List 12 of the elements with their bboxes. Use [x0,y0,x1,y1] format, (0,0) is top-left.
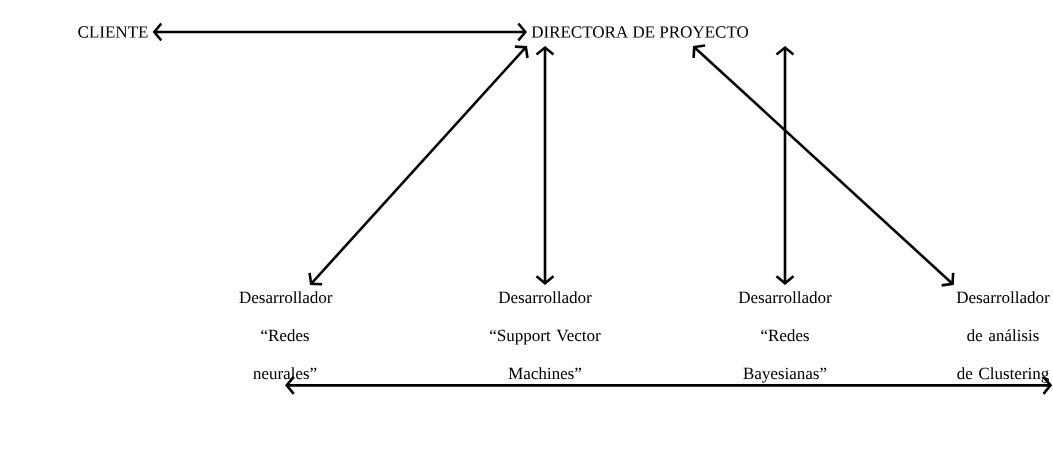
double-arrow [692,44,955,287]
role-label: CLIENTE [78,26,148,38]
double-arrow [152,22,528,42]
role-label: Desarrollador “Redes Bayesianas” [738,291,832,383]
double-arrow [285,376,1053,395]
role-label: Desarrollador “Redes neurales” [239,291,333,380]
role-label: Desarrollador de análisis de Clustering [956,291,1050,383]
double-arrow [535,45,555,285]
double-arrow [775,45,795,285]
role-label: Desarrollador “Support Vector Machines” [490,291,601,380]
double-arrow [308,45,529,286]
role-label: DIRECTORA DE PROYECTO [531,26,749,38]
